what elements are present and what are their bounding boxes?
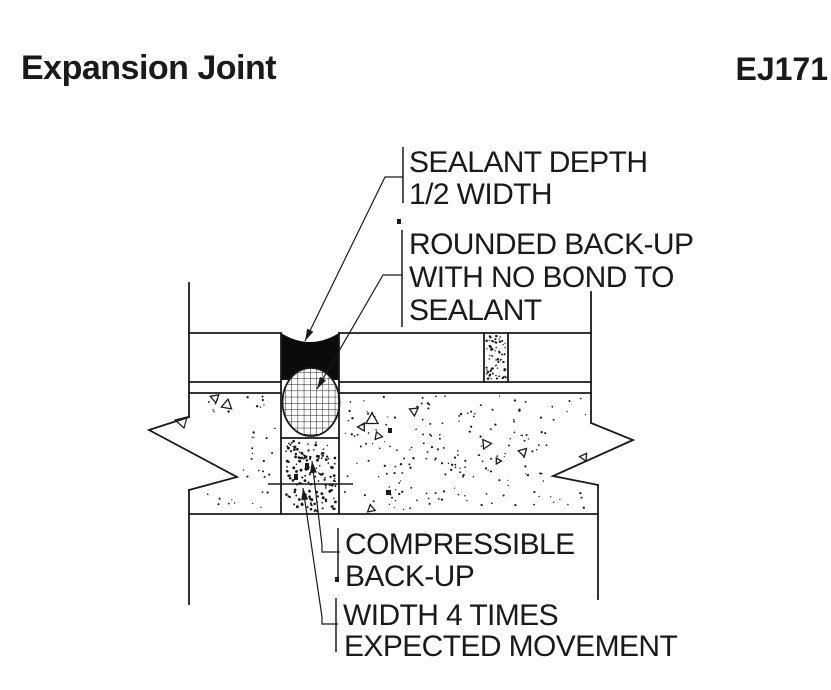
- callout-sealant-depth-line1: SEALANT DEPTH: [409, 146, 647, 179]
- leader-arrow-sealant-depth: [305, 328, 314, 341]
- backer-rod-hatch: [281, 367, 341, 437]
- right-break-line: [550, 421, 636, 487]
- leader-arrow-compressible-backup: [309, 461, 317, 474]
- slab-outline: [146, 282, 636, 605]
- leader-sealant-depth: [304, 176, 403, 342]
- aggregate-triangle: [364, 411, 380, 425]
- sheet-code: EJ171: [735, 51, 828, 87]
- callout-joint-width-line1: WIDTH 4 TIMES: [343, 599, 558, 632]
- scan-specks: [335, 219, 401, 582]
- callout-compressible-line1: COMPRESSIBLE: [345, 528, 575, 561]
- aggregate-triangle: [220, 397, 233, 410]
- compressible-backup-texture: [285, 439, 337, 513]
- callout-rounded-backup-line3: SEALANT: [409, 294, 542, 327]
- aggregate-triangle: [482, 438, 493, 451]
- topping-joint-filler-texture: [485, 334, 507, 380]
- aggregate-triangle: [578, 452, 588, 463]
- aggregate-triangle: [495, 456, 503, 466]
- leader-rounded-backup: [316, 274, 402, 390]
- aggregate-fleck: [388, 428, 392, 433]
- leader-joint-width: [302, 487, 338, 625]
- leader-arrow-rounded-backup: [317, 376, 326, 389]
- concrete-slab-texture: [206, 393, 588, 513]
- aggregate-fleck: [294, 474, 298, 480]
- left-break-line: [146, 415, 240, 492]
- leader-arrow-joint-width: [301, 488, 309, 501]
- aggregate-triangle: [516, 447, 528, 459]
- aggregate-triangle: [356, 421, 365, 433]
- callout-compressible-line2: BACK-UP: [345, 560, 474, 593]
- aggregate-triangle: [209, 393, 220, 405]
- leader-compressible-backup: [311, 460, 340, 553]
- aggregate-triangle: [366, 503, 377, 513]
- aggregate-triangle: [408, 407, 420, 418]
- callout-texts: SEALANT DEPTH 1/2 WIDTH ROUNDED BACK-UP …: [343, 146, 694, 663]
- aggregate-fleck: [386, 490, 391, 495]
- callout-sealant-depth-line2: 1/2 WIDTH: [409, 178, 552, 211]
- leader-lines: [301, 147, 404, 652]
- aggregate-triangle: [374, 430, 384, 441]
- sealant-fill: [281, 333, 339, 380]
- sheet-title: Expansion Joint: [21, 49, 277, 87]
- callout-rounded-backup-line1: ROUNDED BACK-UP: [409, 228, 693, 261]
- callout-joint-width-line2: EXPECTED MOVEMENT: [344, 630, 677, 663]
- break-flag: [173, 416, 188, 430]
- callout-rounded-backup-line2: WITH NO BOND TO: [409, 261, 674, 294]
